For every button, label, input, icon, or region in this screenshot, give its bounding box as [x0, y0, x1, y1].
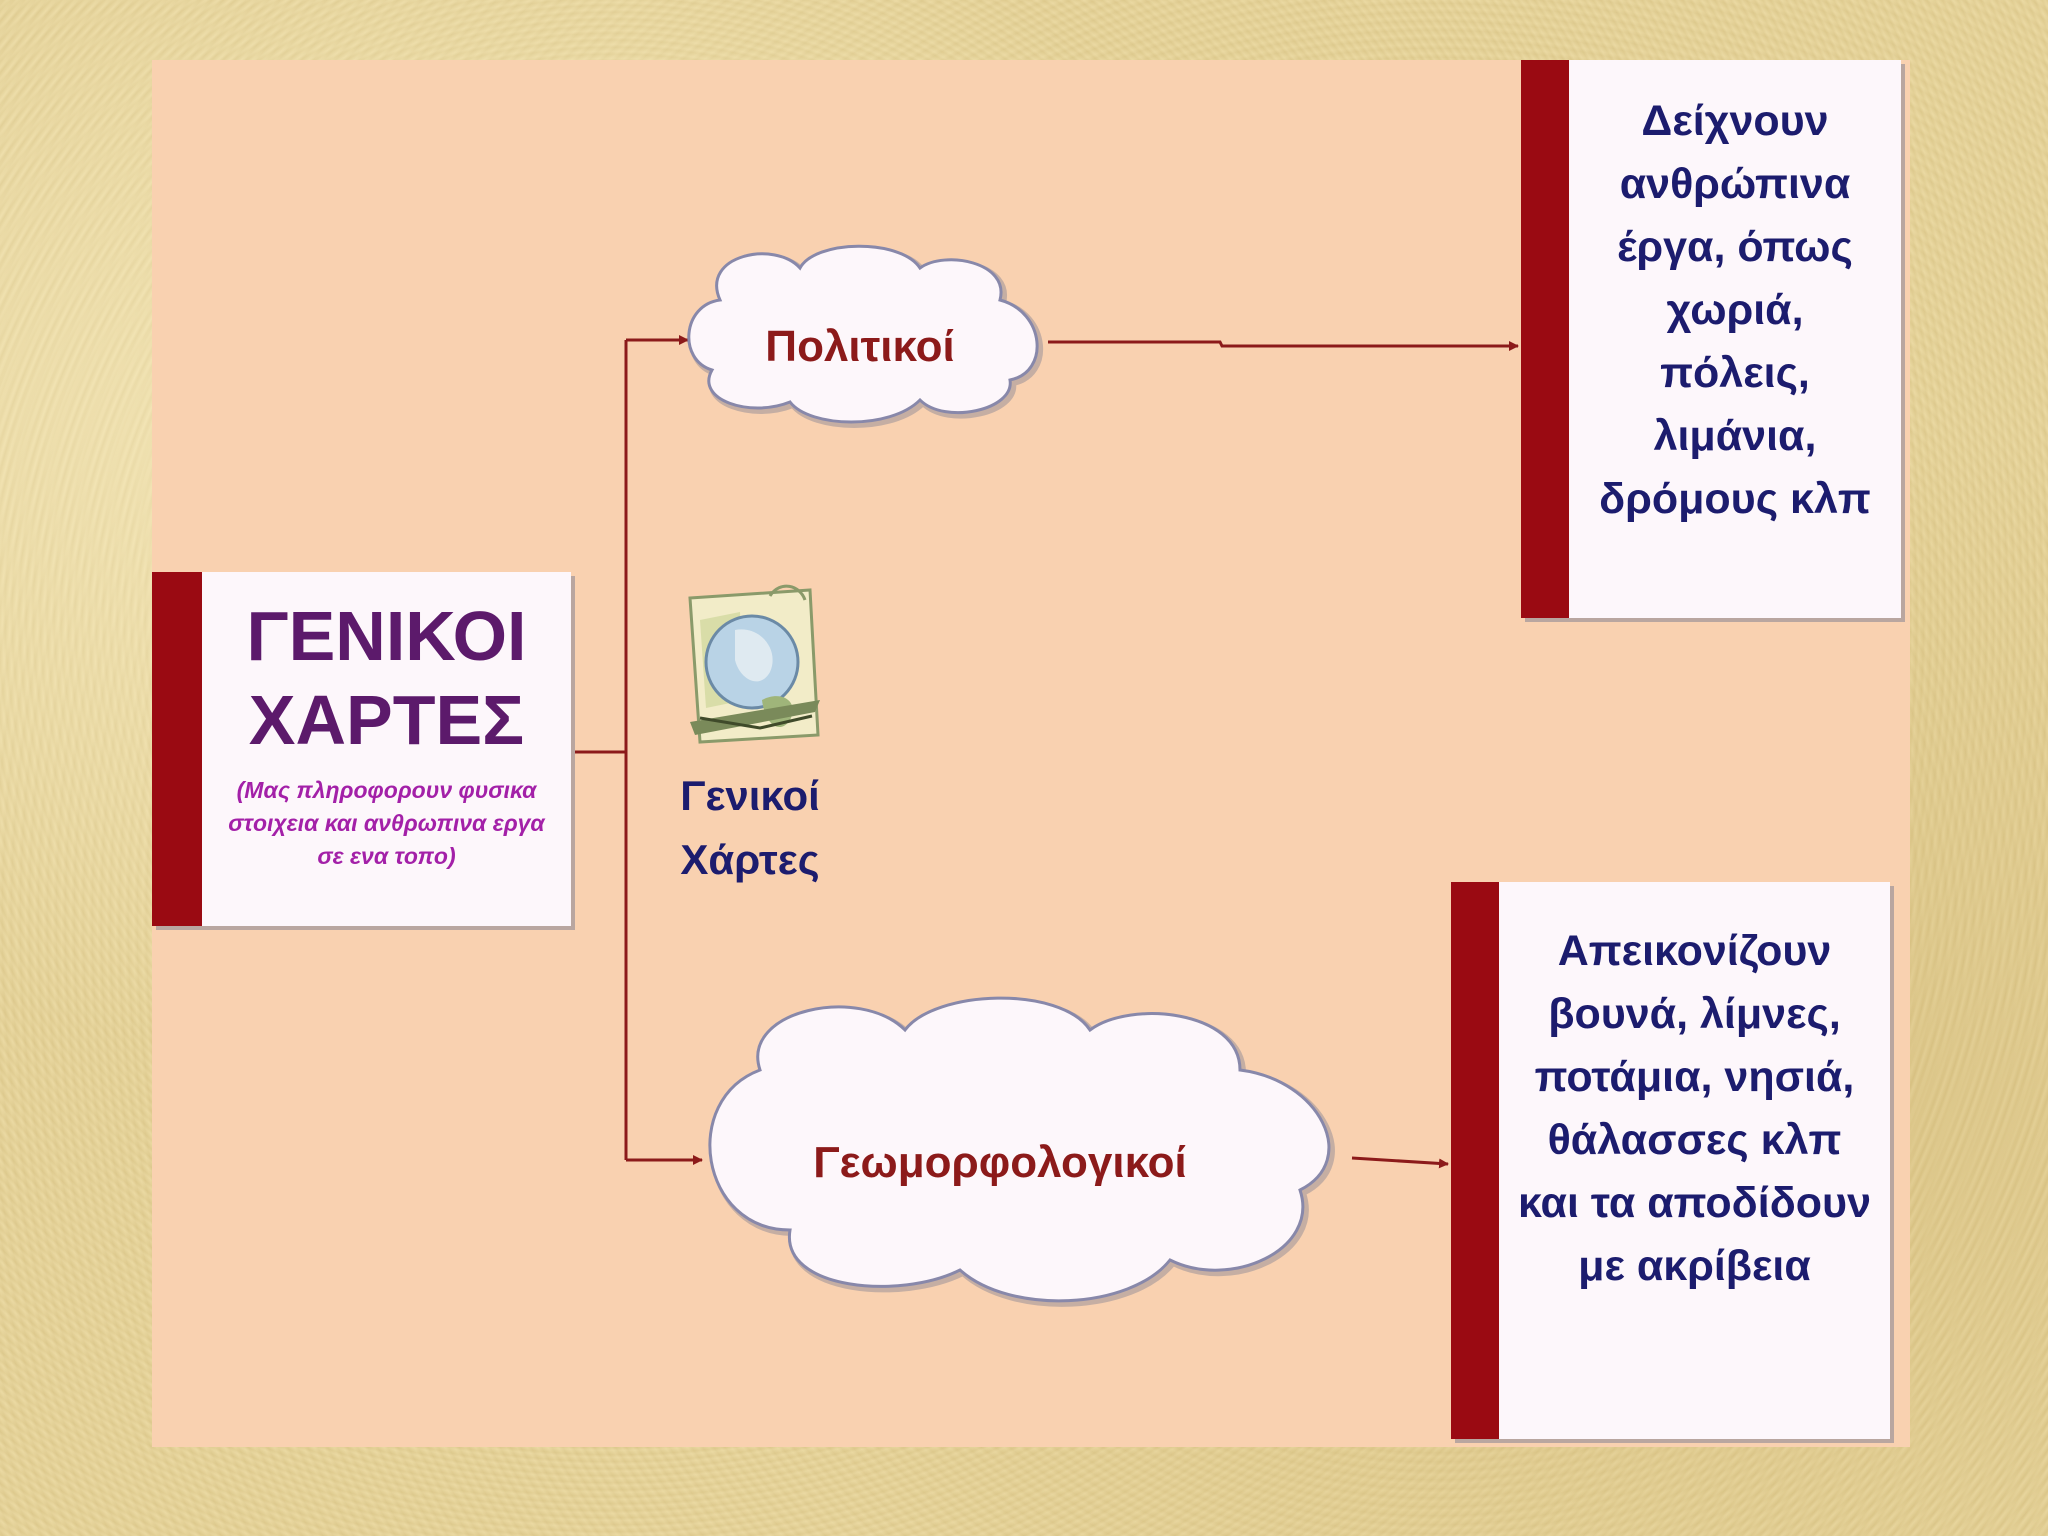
globe-map-icon: [688, 584, 820, 744]
icon-caption: Γενικοί Χάρτες: [640, 764, 860, 892]
main-title: ΓΕΝΙΚΟΙ ΧΑΡΤΕΣ: [202, 594, 571, 762]
political-description: Δείχνουν ανθρώπινα έργα, όπως χωριά, πόλ…: [1599, 97, 1871, 523]
connector-political-desc: [1048, 340, 1519, 351]
main-subtitle: (Μας πληροφορουν φυσικα στοιχεια και ανθ…: [228, 777, 545, 869]
main-accent-bar: [152, 572, 202, 926]
geomorph-accent-bar: [1451, 882, 1499, 1439]
main-title-line1: ΓΕΝΙΚΟΙ: [246, 597, 527, 675]
geomorph-description-box: Απεικονίζουν βουνά, λίμνες, ποτάμια, νησ…: [1451, 882, 1890, 1439]
political-description-box: Δείχνουν ανθρώπινα έργα, όπως χωριά, πόλ…: [1521, 60, 1901, 618]
main-title-line2: ΧΑΡΤΕΣ: [248, 681, 525, 759]
icon-caption-line1: Γενικοί: [680, 772, 820, 819]
geomorph-label: Γεωμορφολογικοί: [813, 1138, 1187, 1187]
cloud-political: [687, 244, 1044, 428]
icon-caption-line2: Χάρτες: [680, 836, 820, 883]
geomorph-description: Απεικονίζουν βουνά, λίμνες, ποτάμια, νησ…: [1518, 927, 1871, 1290]
political-accent-bar: [1521, 60, 1569, 618]
political-label: Πολιτικοί: [765, 322, 955, 371]
main-concept-box: ΓΕΝΙΚΟΙ ΧΑΡΤΕΣ (Μας πληροφορουν φυσικα σ…: [152, 572, 571, 926]
connector-geomorph-desc: [1351, 1156, 1449, 1169]
cloud-geomorph: [708, 996, 1335, 1307]
